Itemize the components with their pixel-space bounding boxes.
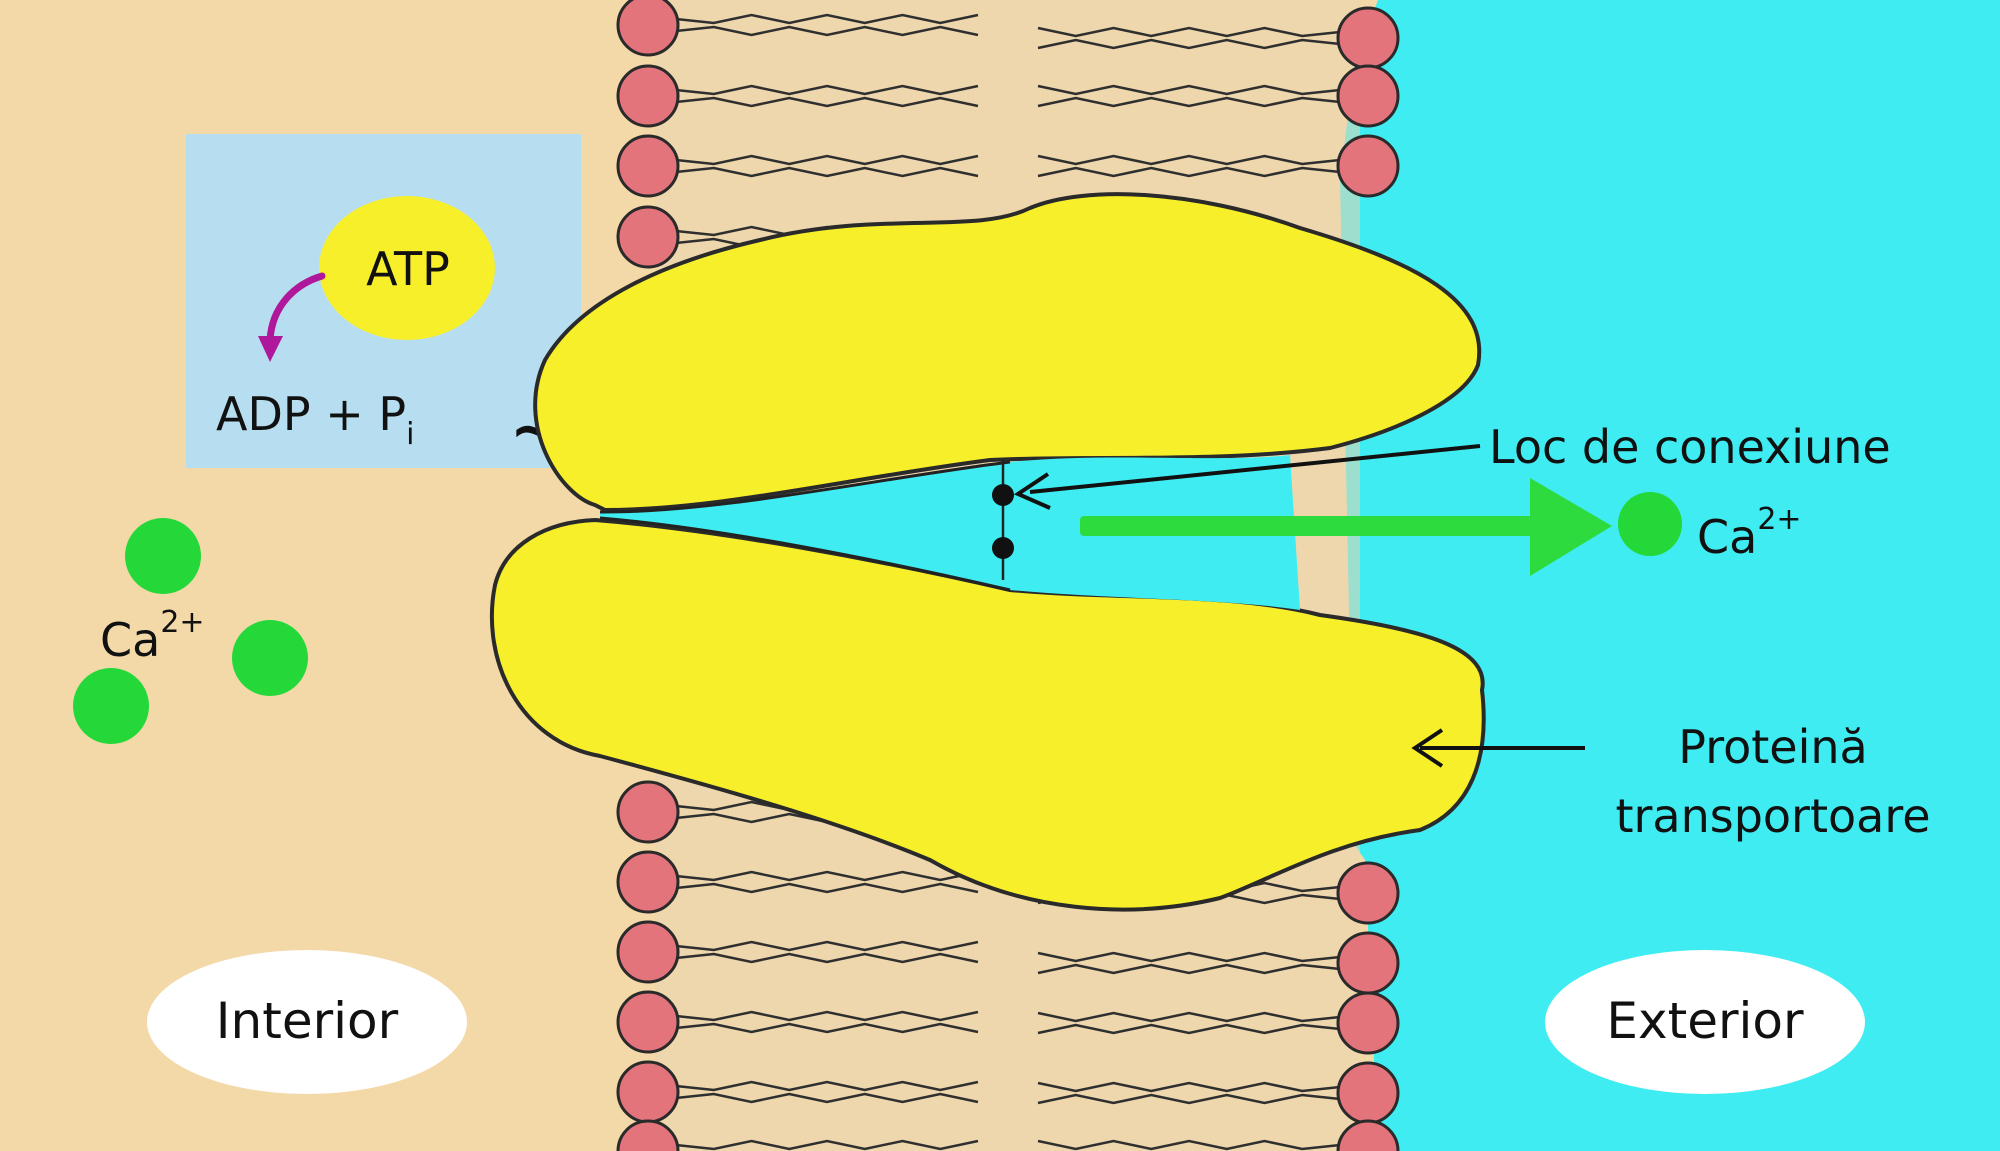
lipid-tail — [675, 96, 979, 108]
lipid-head — [616, 990, 680, 1054]
curved-arrow-icon — [266, 272, 326, 344]
lipid-tail — [1037, 38, 1341, 50]
lipid-head — [616, 920, 680, 984]
lipid-head — [1336, 1061, 1400, 1125]
lipid-tail — [675, 952, 979, 964]
calcium-ion-interior-1 — [125, 518, 201, 594]
lipid-head — [616, 1060, 680, 1124]
lipid-tail — [1037, 1023, 1341, 1035]
lipid-tail — [1037, 84, 1341, 96]
calcium-label-exterior: Ca2+ — [1697, 502, 1802, 564]
lipid-tail — [1037, 1081, 1341, 1093]
carrier-protein-upper — [533, 192, 1482, 513]
lipid-tail — [1037, 154, 1341, 166]
lipid-heads-right-upper — [1037, 6, 1400, 198]
lipid-tail — [1037, 951, 1341, 963]
binding-site-dot-upper — [992, 484, 1014, 506]
lipid-tail — [1037, 166, 1341, 178]
carrier-label-line2: transportoare — [1615, 789, 1930, 843]
lipid-tail — [675, 1092, 979, 1104]
exterior-label: Exterior — [1606, 992, 1804, 1050]
lipid-tail — [675, 940, 979, 952]
lipid-tail — [675, 166, 979, 178]
lipid-head — [1336, 931, 1400, 995]
lipid-heads-right-lower — [1037, 861, 1400, 1151]
flow-arrow-shaft — [1080, 516, 1560, 536]
adp-label: ADP + Pi — [216, 387, 415, 452]
calcium-ion-interior-3 — [73, 668, 149, 744]
lipid-heads-left-lower — [616, 780, 979, 1151]
lipid-head — [1336, 64, 1400, 128]
lipid-head — [1336, 991, 1400, 1055]
left-arrow-icon — [1013, 472, 1051, 510]
lipid-tail — [1037, 963, 1341, 975]
exterior-badge — [1545, 950, 1865, 1094]
lipid-tail — [675, 1010, 979, 1022]
lipid-head — [1336, 861, 1400, 925]
curved-arrow-head — [258, 336, 283, 362]
channel-gap — [600, 455, 1300, 610]
lipid-tail — [675, 13, 979, 25]
exterior-region — [1310, 0, 2000, 1151]
interior-label: Interior — [216, 992, 399, 1050]
channel-edge-lower — [599, 516, 1011, 592]
lipid-tail — [675, 84, 979, 96]
lipid-head — [616, 64, 680, 128]
lipid-tail — [1037, 26, 1341, 38]
lipid-head — [1336, 134, 1400, 198]
left-arrow-icon — [1411, 728, 1444, 768]
lipid-tail — [675, 1080, 979, 1092]
lipid-tail — [1037, 1139, 1341, 1151]
lipid-tail — [675, 1139, 979, 1151]
binding-site-pointer — [1029, 444, 1481, 494]
lipid-head — [616, 0, 680, 57]
lipid-head — [1336, 1119, 1400, 1151]
lipid-tail — [675, 870, 979, 882]
lipid-tail — [1037, 96, 1341, 108]
atp-label: ATP — [366, 242, 450, 296]
lipid-tail — [675, 154, 979, 166]
calcium-label-interior: Ca2+ — [100, 605, 205, 667]
atp-molecule — [319, 196, 495, 340]
lipid-head — [616, 1119, 680, 1151]
lipid-head — [616, 780, 680, 844]
calcium-ion-exterior — [1618, 492, 1682, 556]
right-arrow-icon — [1530, 478, 1612, 576]
lipid-head — [616, 850, 680, 914]
interior-badge — [147, 950, 467, 1094]
lipid-head — [1336, 6, 1400, 70]
lipid-tail — [1037, 1011, 1341, 1023]
binding-site-dot-lower — [992, 537, 1014, 559]
lipid-head — [616, 134, 680, 198]
lipid-head — [616, 205, 680, 269]
channel-edge-upper — [599, 460, 1011, 514]
binding-site-label: Loc de conexiune — [1489, 420, 1891, 474]
lipid-tail — [675, 25, 979, 37]
carrier-label-line1: Proteină — [1678, 720, 1867, 774]
lipid-tail — [1037, 1093, 1341, 1105]
lipid-tail — [675, 1022, 979, 1034]
calcium-ion-interior-2 — [232, 620, 308, 696]
lipid-tail — [675, 882, 979, 894]
